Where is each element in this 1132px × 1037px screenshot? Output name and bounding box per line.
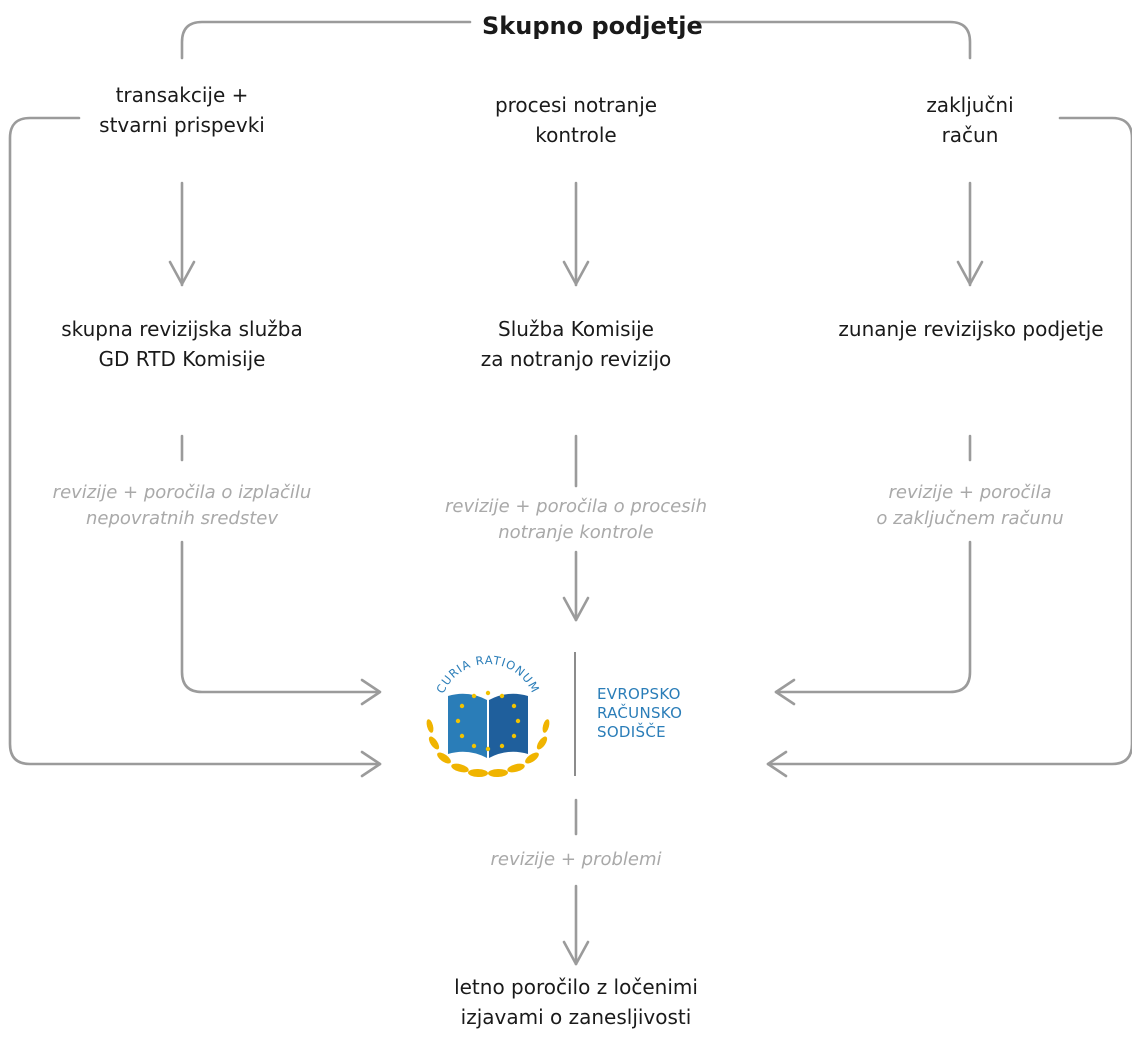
node-external-audit-firm: zunanje revizijsko podjetje	[826, 314, 1116, 344]
node-annual-report-line-2: izjavami o zanesljivosti	[460, 1005, 692, 1029]
node-internal-control-line-1: procesi notranje	[494, 93, 658, 117]
node-final-accounts-line-2: račun	[941, 123, 999, 147]
arrowhead-down-left	[168, 260, 196, 286]
arrowhead-down-center	[562, 260, 590, 286]
connector-final-accounts-bypass-to-eca	[766, 116, 1132, 766]
edge-label-right-line-2: o zaključnem računu	[876, 508, 1064, 529]
edge-label-left-line-2: nepovratnih sredstev	[85, 508, 279, 529]
diagram-title: Skupno podjetje	[472, 10, 703, 42]
connector-joint-audit-to-eca	[180, 434, 380, 694]
edge-label-center-line-1: revizije + poročila o procesih	[444, 496, 707, 517]
eca-name-line-3: SODIŠČE	[597, 723, 666, 741]
edge-label-left: revizije + poročila o izplačilu nepovrat…	[32, 480, 332, 532]
node-transactions: transakcije + stvarni prispevki	[62, 80, 302, 140]
edge-label-right-line-1: revizije + poročila	[888, 482, 1052, 503]
eca-logo-divider	[574, 652, 576, 776]
node-final-accounts-line-1: zaključni	[926, 93, 1014, 117]
node-internal-audit-service: Služba Komisije za notranjo revizijo	[456, 314, 696, 374]
node-annual-report: letno poročilo z ločenimi izjavami o zan…	[426, 972, 726, 1032]
node-joint-audit-service: skupna revizijska služba GD RTD Komisije	[32, 314, 332, 374]
connector-external-audit-to-eca	[774, 434, 972, 694]
edge-label-right: revizije + poročila o zaključnem računu	[840, 480, 1100, 532]
connector-transactions-bypass-to-eca	[8, 116, 382, 766]
node-internal-control-line-2: kontrole	[535, 123, 617, 147]
edge-label-left-line-1: revizije + poročila o izplačilu	[52, 482, 312, 503]
node-joint-audit-service-line-2: GD RTD Komisije	[98, 347, 266, 371]
eca-name-line-2: RAČUNSKO	[597, 704, 683, 722]
node-internal-audit-service-line-2: za notranjo revizijo	[480, 347, 672, 371]
node-annual-report-line-1: letno poročilo z ločenimi	[454, 975, 698, 999]
title-bracket-left	[180, 20, 472, 60]
arrowhead-left-right-upper	[774, 678, 796, 706]
node-final-accounts: zaključni račun	[880, 90, 1060, 150]
arrowhead-right-left-upper	[360, 678, 382, 706]
book-left-page	[448, 693, 487, 758]
node-transactions-line-1: transakcije +	[115, 83, 249, 107]
arrowhead-down-bottom	[562, 940, 590, 966]
node-internal-control: procesi notranje kontrole	[456, 90, 696, 150]
node-internal-audit-service-line-1: Služba Komisije	[498, 317, 654, 341]
edge-label-center-line-2: notranje kontrole	[498, 522, 654, 543]
node-transactions-line-2: stvarni prispevki	[99, 113, 265, 137]
eca-name-line-1: EVROPSKO	[597, 685, 681, 703]
laurel-wreath	[426, 719, 550, 778]
node-external-audit-firm-line-1: zunanje revizijsko podjetje	[838, 317, 1104, 341]
edge-label-bottom: revizije + problemi	[490, 849, 662, 870]
title-bracket-right	[692, 20, 972, 60]
arrowhead-right-left-lower	[360, 750, 382, 778]
arrowhead-down-right	[956, 260, 984, 286]
eca-emblem-logo: CURIA RATIONUM	[426, 653, 550, 778]
star-ring	[455, 690, 521, 752]
eca-name: EVROPSKO RAČUNSKO SODIŠČE	[597, 685, 682, 742]
book-right-page	[489, 693, 528, 758]
node-joint-audit-service-line-1: skupna revizijska služba	[61, 317, 303, 341]
edge-label-center: revizije + poročila o procesih notranje …	[426, 494, 726, 546]
eca-motto: CURIA RATIONUM	[433, 653, 542, 696]
arrowhead-left-right-lower	[766, 750, 788, 778]
arrowhead-down-center-lower	[562, 596, 590, 622]
